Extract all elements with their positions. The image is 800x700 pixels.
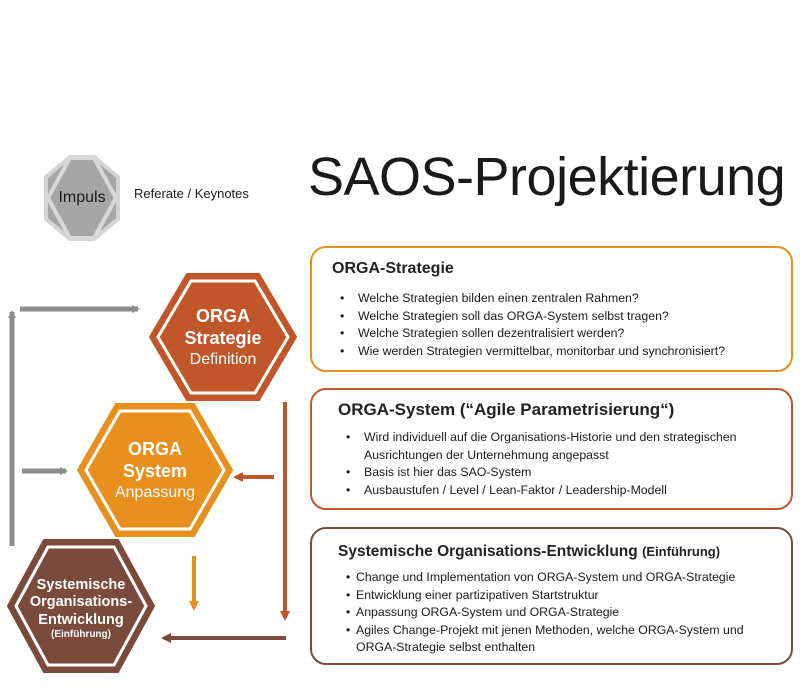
orga-strategie-box: ORGA-Strategie Welche Strategien bilden …	[310, 246, 793, 372]
system-hex-line3: Anpassung	[114, 483, 196, 501]
list-item: Basis ist hier das SAO-System	[338, 464, 777, 482]
soe-hex-label: Systemische Organisations- Entwicklung (…	[14, 565, 148, 653]
orga-system-heading: ORGA-System (“Agile Parametrisierung“)	[338, 400, 675, 419]
soe-heading-small: (Einführung)	[642, 544, 721, 559]
soe-list: Change und Implementation von ORGA-Syste…	[338, 569, 779, 657]
list-item: Agiles Change-Projekt mit jenen Methoden…	[338, 622, 779, 657]
list-item: Welche Strategien sollen dezentralisiert…	[332, 325, 781, 343]
orga-system-box: ORGA-System (“Agile Parametrisierung“) W…	[310, 388, 793, 510]
list-item: Welche Strategien bilden einen zentralen…	[332, 290, 781, 308]
strategie-hex-line2: Strategie	[184, 328, 262, 348]
system-hex-label: ORGA System Anpassung	[90, 423, 220, 517]
soe-heading: Systemische Organisations-Entwicklung (E…	[338, 543, 779, 561]
soe-hex-line3: Entwicklung	[38, 611, 124, 628]
list-item: Welche Strategien soll das ORGA-System s…	[332, 308, 781, 326]
soe-hex-line1: Systemische	[36, 576, 126, 593]
impuls-subtitle: Referate / Keynotes	[134, 186, 249, 201]
page-title: SAOS-Projektierung	[308, 147, 786, 207]
list-item: Wird individuell auf die Organisations-H…	[338, 429, 777, 464]
strategie-hex-line1: ORGA	[196, 305, 250, 326]
list-item: Wie werden Strategien vermittelbar, moni…	[332, 343, 781, 361]
orga-system-list: Wird individuell auf die Organisations-H…	[338, 429, 777, 499]
orga-strategie-heading: ORGA-Strategie	[332, 260, 454, 277]
list-item: Anpassung ORGA-System und ORGA-Strategie	[338, 604, 779, 622]
impuls-label: Impuls	[58, 189, 106, 206]
system-hex-line1: ORGA	[128, 438, 182, 459]
list-item: Entwicklung einer partizipativen Startst…	[338, 587, 779, 605]
soe-hex-line2: Organisations-	[29, 594, 133, 611]
list-item: Change und Implementation von ORGA-Syste…	[338, 569, 779, 587]
strategie-hexagon	[148, 273, 298, 401]
orga-strategie-list: Welche Strategien bilden einen zentralen…	[332, 290, 781, 360]
strategie-hex-label: ORGA Strategie Definition	[158, 290, 288, 384]
strategie-hex-line3: Definition	[189, 350, 257, 368]
soe-box: Systemische Organisations-Entwicklung (E…	[310, 527, 793, 665]
impuls-hex-label-wrap: Impuls	[48, 178, 116, 218]
soe-hexagon	[6, 539, 156, 673]
soe-hex-line4: (Einführung)	[51, 629, 111, 641]
list-item: Ausbaustufen / Level / Lean-Faktor / Lea…	[338, 482, 777, 500]
soe-heading-main: Systemische Organisations-Entwicklung	[338, 543, 638, 560]
system-hexagon	[76, 403, 234, 537]
system-hex-line2: System	[122, 461, 188, 481]
